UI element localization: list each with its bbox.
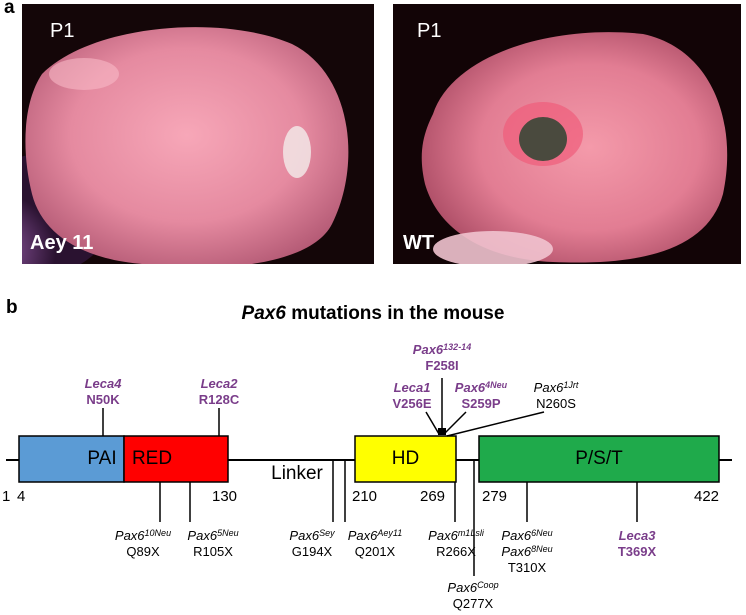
mutation-allele: 4Neu bbox=[485, 380, 508, 390]
mutation-change: R128C bbox=[198, 392, 240, 407]
mutation-gene: Pax6 bbox=[412, 342, 444, 357]
mutation-132-14: Pax6132-14 F258I bbox=[407, 342, 477, 374]
mutation-change: N50K bbox=[86, 392, 120, 407]
position-1: 1 bbox=[2, 488, 11, 505]
mutation-change: R105X bbox=[193, 544, 233, 559]
mutation-change: N260S bbox=[536, 396, 576, 411]
position-210: 210 bbox=[352, 488, 378, 505]
title-rest: mutations in the mouse bbox=[285, 303, 505, 324]
mutation-change: T310X bbox=[507, 560, 547, 575]
mutation-5neu: Pax65Neu R105X bbox=[178, 528, 248, 560]
mutation-leca4: Leca4 N50K bbox=[73, 376, 133, 408]
photo-genotype-label: WT bbox=[403, 232, 435, 254]
photo-aey11: P1 Aey 11 bbox=[22, 4, 374, 264]
mutation-allele: Coop bbox=[477, 580, 499, 590]
mutation-allele: 6Neu bbox=[531, 528, 553, 538]
photo-age-label: P1 bbox=[417, 20, 442, 42]
position-269: 269 bbox=[420, 488, 446, 505]
mutation-leca3: Leca3 T369X bbox=[607, 528, 667, 560]
panel-a-letter: a bbox=[4, 0, 15, 18]
mutation-allele: m1Lsli bbox=[457, 528, 484, 538]
mutation-gene: Pax6 bbox=[454, 380, 486, 395]
title-gene: Pax6 bbox=[241, 303, 286, 324]
mutation-sey: Pax6Sey G194X bbox=[282, 528, 342, 560]
mutation-change: Q277X bbox=[452, 596, 494, 611]
mutation-gene: Pax6 bbox=[289, 528, 320, 543]
mutation-gene: Pax6 bbox=[533, 380, 564, 395]
mutation-allele: 5Neu bbox=[217, 528, 239, 538]
domain-label-red: RED bbox=[131, 448, 173, 469]
position-4: 4 bbox=[17, 488, 26, 505]
mutation-change: S259P bbox=[461, 396, 501, 411]
tick-4neu bbox=[444, 411, 467, 434]
mutation-allele: 10Neu bbox=[144, 528, 172, 538]
mutation-change: R266X bbox=[436, 544, 476, 559]
mutation-4neu: Pax64Neu S259P bbox=[446, 380, 516, 412]
mutation-gene: Leca1 bbox=[393, 380, 431, 395]
mutation-gene: Pax6 bbox=[187, 528, 218, 543]
linker-label: Linker bbox=[271, 463, 323, 484]
mutation-aey11: Pax6Aey11 Q201X bbox=[340, 528, 410, 560]
mutation-gene: Pax6 bbox=[114, 528, 145, 543]
domain-red bbox=[123, 435, 229, 483]
mutation-leca2: Leca2 R128C bbox=[189, 376, 249, 408]
position-130: 130 bbox=[212, 488, 238, 505]
pup-head-image bbox=[393, 4, 741, 264]
photo-genotype-label: Aey 11 bbox=[30, 232, 94, 254]
panel-b-letter: b bbox=[6, 297, 18, 318]
mutation-change: Q89X bbox=[126, 544, 160, 559]
domain-pai bbox=[18, 435, 125, 483]
mutation-gene: Pax6 bbox=[447, 580, 478, 595]
domain-label-pst: P/S/T bbox=[575, 448, 623, 469]
mutation-change: F258I bbox=[425, 358, 459, 373]
photo-wt: P1 WT bbox=[393, 4, 741, 264]
mutation-allele: 1Jrt bbox=[563, 380, 579, 390]
mutation-change: V256E bbox=[392, 396, 432, 411]
position-279: 279 bbox=[482, 488, 508, 505]
tick-1jrt bbox=[446, 411, 545, 437]
mutation-coop: Pax6Coop Q277X bbox=[438, 580, 508, 612]
domain-label-pai: PAI bbox=[87, 448, 117, 469]
position-422: 422 bbox=[694, 488, 720, 505]
photo-age-label: P1 bbox=[50, 20, 75, 42]
mutation-gene: Pax6 bbox=[428, 528, 458, 543]
mutation-allele-2: 8Neu bbox=[531, 544, 553, 554]
mutation-allele: 132-14 bbox=[443, 342, 472, 352]
mutation-1jrt: Pax61Jrt N260S bbox=[521, 380, 591, 412]
mutation-leca1: Leca1 V256E bbox=[382, 380, 442, 412]
mutation-gene: Leca3 bbox=[618, 528, 656, 543]
mutation-gene: Leca2 bbox=[200, 376, 238, 391]
mutation-allele: Sey bbox=[319, 528, 335, 538]
mutation-change: Q201X bbox=[354, 544, 396, 559]
domain-pst bbox=[478, 435, 720, 483]
mutation-gene: Pax6 bbox=[347, 528, 378, 543]
domain-hd bbox=[354, 435, 457, 483]
mutation-10neu: Pax610Neu Q89X bbox=[108, 528, 178, 560]
mutation-gene-2: Pax6 bbox=[501, 544, 532, 559]
diagram-title: Pax6 mutations in the mouse bbox=[0, 303, 746, 325]
mutation-gene: Leca4 bbox=[84, 376, 122, 391]
mutation-cluster-marker bbox=[438, 428, 446, 435]
mutation-6neu-8neu: Pax66Neu Pax68Neu T310X bbox=[492, 528, 562, 576]
domain-label-hd: HD bbox=[391, 448, 420, 469]
mutation-gene: Pax6 bbox=[501, 528, 532, 543]
pup-head-image bbox=[22, 4, 374, 264]
mutation-change: G194X bbox=[291, 544, 333, 559]
mutation-change: T369X bbox=[617, 544, 657, 559]
tick-leca1 bbox=[425, 411, 440, 435]
mutation-allele: Aey11 bbox=[377, 528, 403, 538]
mutation-m1lsli: Pax6m1Lsli R266X bbox=[420, 528, 492, 560]
